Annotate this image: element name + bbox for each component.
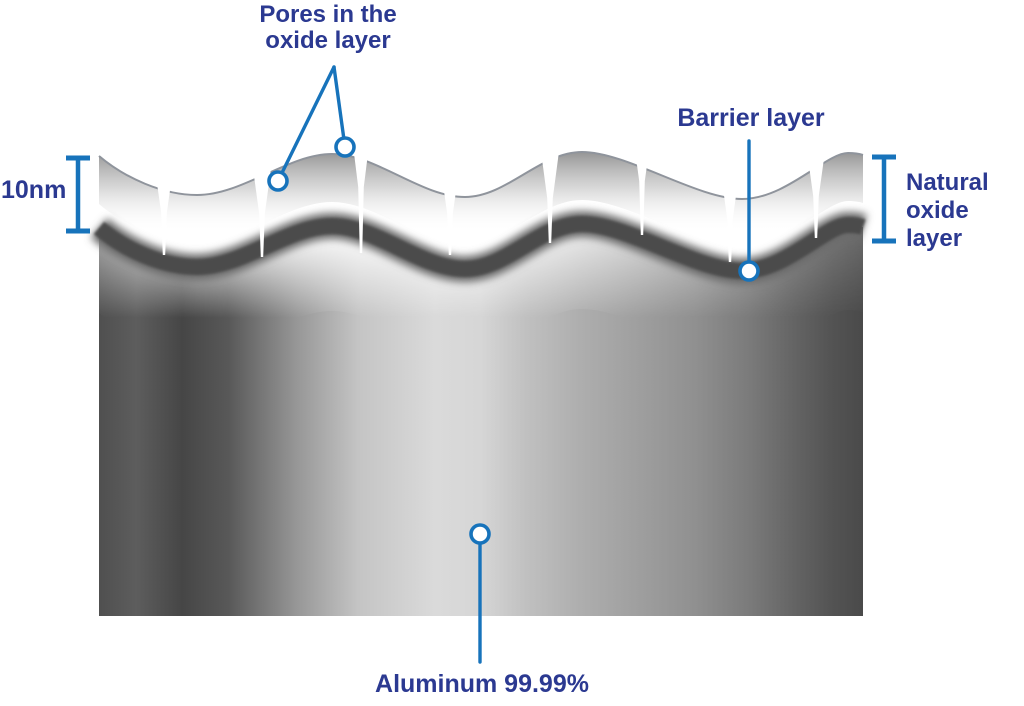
callout-dots [267,136,760,545]
barrier-label: Barrier layer [677,104,825,132]
pore-wedge-3 [351,129,371,253]
pore-wedge-1 [154,162,174,255]
natural-oxide-label: Natural oxide layer [906,169,989,252]
pore-wedge-5 [540,144,560,243]
pores-group [154,129,826,262]
aluminum-callout-dot [469,523,491,545]
pores-callout-line-left [276,65,336,183]
barrier-callout-dot [738,260,760,282]
callout-lines [276,65,751,664]
left-measure-bracket [66,155,90,234]
pore-wedge-2 [252,161,272,257]
thickness-label: 10nm [1,176,67,204]
pore-wedge-8 [806,144,826,238]
pore-wedge-7 [720,166,740,262]
right-measure-bracket [872,154,896,244]
pores-label: Pores in the oxide layer [259,1,397,54]
pore-wedge-4 [440,162,460,255]
barrier-band [93,215,866,280]
pores-callout-line-right [332,65,347,149]
pore-wedge-6 [632,129,652,235]
aluminum-label: Aluminum 99.99% [375,670,589,698]
oxide-top-shading [99,152,863,247]
pores-callout-dot-1 [267,170,289,192]
pores-callout-dot-2 [334,136,356,158]
